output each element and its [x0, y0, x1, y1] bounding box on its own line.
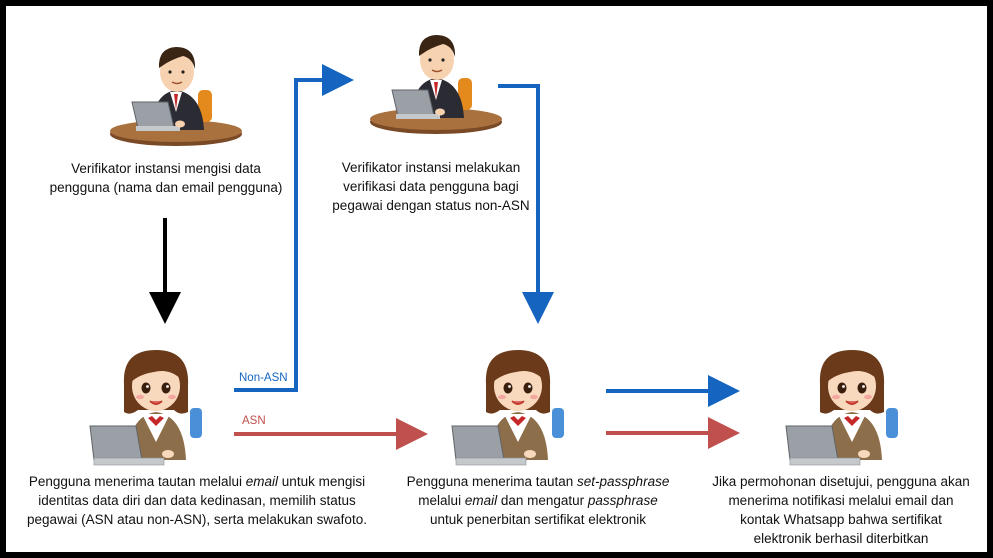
- male-officer-laptop-icon: [109, 46, 243, 147]
- arrow-verifikasi-to-pengguna: [498, 84, 554, 324]
- caption-line: Pengguna menerima tautan set-passphrase: [406, 474, 670, 489]
- female-user-laptop-icon: [785, 349, 899, 466]
- caption-line: melalui email dan mengatur passphrase: [418, 493, 658, 508]
- caption-line: elektronik berhasil diterbitkan: [753, 531, 929, 546]
- caption-verifikator-verifikasi: Verifikator instansi melakukan verifikas…: [311, 158, 551, 215]
- caption-line: Verifikator instansi melakukan: [341, 160, 521, 175]
- label-non-asn: Non-ASN: [239, 372, 288, 384]
- diagram-canvas: Non-ASN ASN Verifikator instansi mengisi…: [6, 6, 987, 552]
- male-officer-laptop-icon: [369, 34, 503, 135]
- caption-line: pegawai (ASN atau non-ASN), serta melaku…: [27, 512, 367, 527]
- caption-line: Pengguna menerima tautan melalui email u…: [28, 474, 366, 489]
- caption-pengguna-isi: Pengguna menerima tautan melalui email u…: [12, 472, 382, 529]
- arrow-non-asn: [234, 64, 354, 392]
- caption-line: Verifikator instansi mengisi data: [71, 161, 261, 176]
- female-user-laptop-icon: [89, 349, 203, 466]
- caption-verifikator-isi: Verifikator instansi mengisi data penggu…: [46, 159, 286, 197]
- caption-line: Jika permohonan disetujui, pengguna akan: [712, 474, 970, 489]
- flow-diagram: [89, 34, 899, 466]
- female-user-laptop-icon: [451, 349, 565, 466]
- caption-line: verifikasi data pengguna bagi: [343, 179, 519, 194]
- caption-line: untuk penerbitan sertifikat elektronik: [429, 512, 647, 527]
- caption-line: pengguna (nama dan email pengguna): [49, 180, 283, 195]
- caption-pengguna-notifikasi: Jika permohonan disetujui, pengguna akan…: [696, 472, 986, 548]
- caption-line: menerima notifikasi melalui email dan: [728, 493, 954, 508]
- caption-pengguna-passphrase: Pengguna menerima tautan set-passphrase …: [398, 472, 678, 529]
- caption-line: identitas data diri dan data kedinasan, …: [38, 493, 356, 508]
- caption-line: pegawai dengan status non-ASN: [332, 198, 530, 213]
- label-asn: ASN: [242, 415, 266, 427]
- caption-line: kontak Whatsapp bahwa sertifikat: [740, 512, 942, 527]
